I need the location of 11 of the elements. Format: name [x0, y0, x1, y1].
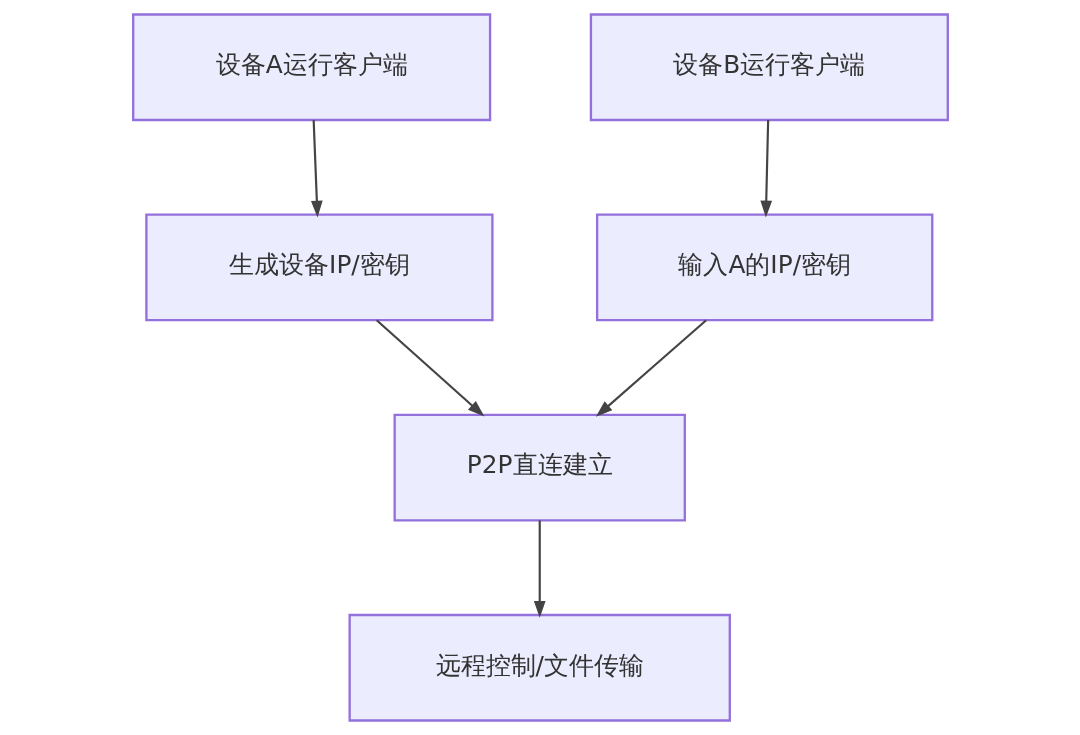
node-box: 设备B运行客户端	[589, 13, 949, 122]
arrow	[533, 520, 546, 618]
arrow	[595, 319, 707, 417]
node-box: 输入A的IP/密钥	[595, 213, 933, 322]
arrow	[375, 319, 484, 417]
node-box: 远程控制/文件传输	[348, 613, 731, 722]
arrow	[759, 120, 772, 218]
node-box: P2P直连建立	[393, 413, 686, 522]
arrow	[310, 120, 323, 218]
node-box: 设备A运行客户端	[131, 13, 491, 122]
node-box: 生成设备IP/密钥	[144, 213, 494, 322]
